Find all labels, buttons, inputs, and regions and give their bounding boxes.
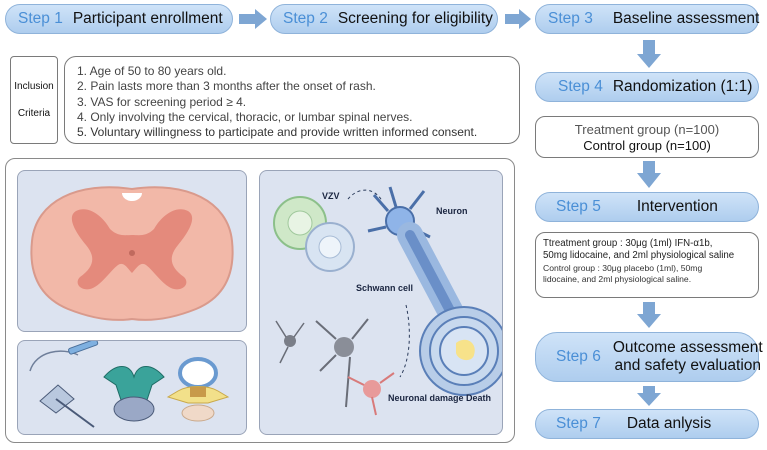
step-title-line: Outcome assessment xyxy=(612,339,763,356)
inclusion-criteria-list: 1. Age of 50 to 80 years old. 2. Pain la… xyxy=(64,56,520,144)
spinal-cord-panel xyxy=(17,170,247,332)
spinal-cord-cross-section-image xyxy=(30,186,234,321)
step-title: Participant enrollment xyxy=(72,10,223,27)
criteria-item: 2. Pain lasts more than 3 months after t… xyxy=(77,79,376,94)
schwann-cell-label: Schwann cell xyxy=(356,283,414,293)
vzv-label: VZV xyxy=(322,191,340,201)
step-6: Step 6 Outcome assessment and safety eva… xyxy=(535,332,763,382)
label-line: Inclusion xyxy=(14,81,54,92)
intervention-details: Ttreatment group : 30μg (1ml) IFN-α1b, 5… xyxy=(535,232,759,298)
illustration-frame xyxy=(5,158,515,443)
step-title: Screening for eligibility xyxy=(337,10,493,27)
step-4: Step 4 Randomization (1:1) xyxy=(535,72,759,102)
step-7: Step 7 Data anlysis xyxy=(535,409,759,439)
control-line: lidocaine, and 2ml physiological saline. xyxy=(543,273,692,284)
step-number: Step 2 xyxy=(283,10,328,27)
step-title: Randomization (1:1) xyxy=(612,78,753,95)
vzv-neuron-illustration xyxy=(273,186,509,416)
step-number: Step 6 xyxy=(556,348,601,365)
step-1: Step 1 Participant enrollment xyxy=(5,4,233,34)
step-title: Baseline assessment xyxy=(612,10,760,27)
vzv-neuron-panel: VZV Neuron Schwann cell Neuronal damage … xyxy=(259,170,509,435)
step-3: Step 3 Baseline assessment xyxy=(535,4,759,34)
arrow-down-icon xyxy=(637,302,661,328)
injection-procedure-panel xyxy=(17,338,247,435)
arrow-right-icon xyxy=(239,9,267,29)
label-line: Criteria xyxy=(17,108,51,119)
arrow-down-icon xyxy=(637,40,661,68)
arrow-down-icon xyxy=(637,386,661,406)
myelinated-axon-icon xyxy=(397,222,509,396)
step-number: Step 4 xyxy=(558,78,603,95)
step-number: Step 1 xyxy=(18,10,63,27)
step-title: Data anlysis xyxy=(626,415,712,432)
criteria-item: 4. Only involving the cervical, thoracic… xyxy=(77,109,413,124)
criteria-item: 5. Voluntary willingness to participate … xyxy=(77,125,478,140)
neuronal-damage-label: Neuronal damage Death xyxy=(388,393,492,403)
randomization-groups: Treatment group (n=100) Control group (n… xyxy=(535,116,759,158)
step-title-line: and safety evaluation xyxy=(614,357,762,374)
treatment-group-label: Treatment group (n=100) xyxy=(574,122,720,137)
inclusion-criteria-label: Inclusion Criteria xyxy=(10,56,58,144)
control-line: Control group : 30μg placebo (1ml), 50mg xyxy=(543,262,703,273)
step-number: Step 5 xyxy=(556,198,601,215)
step-2: Step 2 Screening for eligibility xyxy=(270,4,498,34)
treatment-line: Ttreatment group : 30μg (1ml) IFN-α1b, xyxy=(543,238,713,249)
step-title: Intervention xyxy=(636,198,718,215)
arrow-right-icon xyxy=(505,9,531,29)
neurons-cluster-icon xyxy=(275,318,395,416)
step-5: Step 5 Intervention xyxy=(535,192,759,222)
vzv-virus-icon xyxy=(273,196,355,272)
control-group-label: Control group (n=100) xyxy=(583,138,711,153)
arrow-down-icon xyxy=(637,161,661,188)
criteria-item: 3. VAS for screening period ≥ 4. xyxy=(77,94,247,109)
treatment-line: 50mg lidocaine, and 2ml physiological sa… xyxy=(543,250,735,262)
step-title: Outcome assessment and safety evaluation xyxy=(613,339,763,375)
step-number: Step 7 xyxy=(556,415,601,432)
neuron-label: Neuron xyxy=(436,206,468,216)
step-number: Step 3 xyxy=(548,10,593,27)
criteria-item: 1. Age of 50 to 80 years old. xyxy=(77,64,227,78)
injection-vertebra-image xyxy=(29,338,230,428)
